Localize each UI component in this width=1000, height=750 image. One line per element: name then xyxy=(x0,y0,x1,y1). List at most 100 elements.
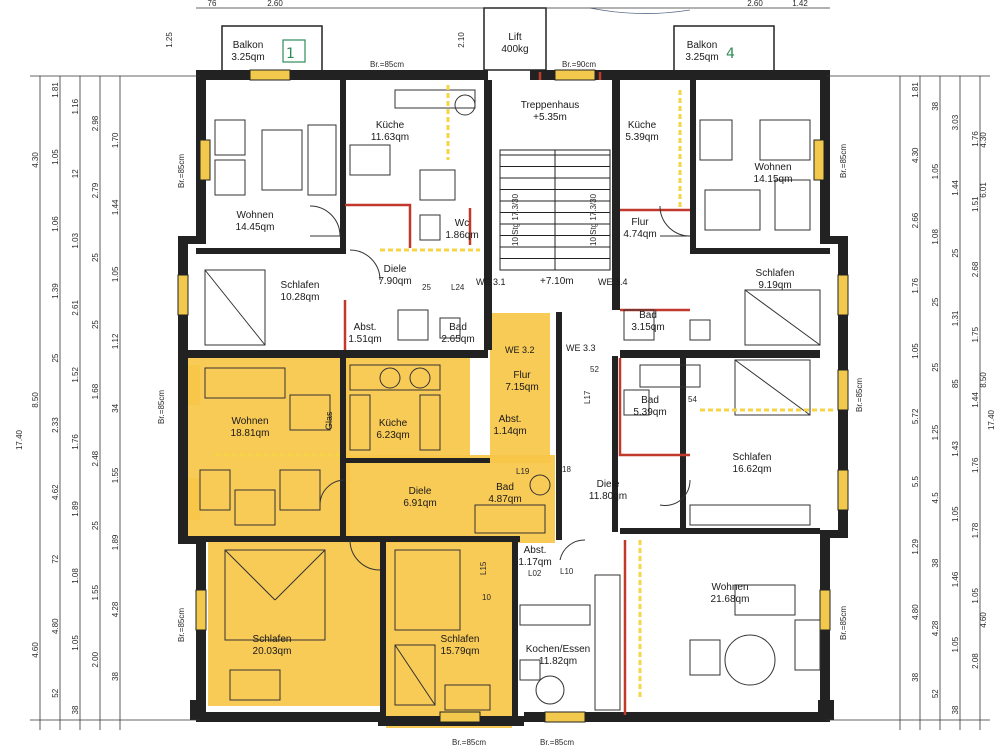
room-name-bad-l: Bad xyxy=(449,322,467,333)
doors xyxy=(309,205,691,571)
dim-left-15: 1.12 xyxy=(111,333,120,349)
br-right-1: Br.=85cm xyxy=(839,144,848,178)
dim-right-36: 38 xyxy=(911,672,920,681)
room-area-abst-b: 1.17qm xyxy=(518,557,551,568)
dim-right-23: 1.76 xyxy=(971,457,980,473)
dim-left-12: 1.39 xyxy=(51,283,60,299)
dim-right-24: 5.5 xyxy=(911,475,920,487)
room-area-wc: 1.86qm xyxy=(445,230,478,241)
dim-top-1: 2.60 xyxy=(267,0,283,8)
room-name-schlafen-r: Schlafen xyxy=(756,268,795,279)
br-left-1: Br.=85cm xyxy=(177,154,186,188)
br-top-left: Br.=85cm xyxy=(370,60,404,69)
room-area-lift: 400kg xyxy=(501,44,528,55)
door-width-labels: Br.=85cm Br.=90cm Br.=85cm Br.=85cm Br.=… xyxy=(157,60,864,747)
room-name-abst-l: Abst. xyxy=(354,322,377,333)
inner-walls xyxy=(188,80,830,718)
dim-left-23: 1.55 xyxy=(111,467,120,483)
room-name-wohnen-tl: Wohnen xyxy=(236,210,273,221)
room-area-schlafen-mr: 16.62qm xyxy=(733,464,772,475)
small-dim-10: 10 xyxy=(482,593,491,602)
dim-left-0: 1.81 xyxy=(51,82,60,98)
dim-right-2: 3.03 xyxy=(951,114,960,130)
staircase xyxy=(499,149,611,271)
dim-left-outer-1: 8.50 xyxy=(31,392,40,408)
dim-left-9: 1.03 xyxy=(71,232,80,248)
dim-left-37: 38 xyxy=(71,705,80,714)
stairs-steps-2: 10 Stg 17.3/30 xyxy=(589,193,598,246)
br-left-2: Br.=85cm xyxy=(157,390,166,424)
dim-right-4: 4.30 xyxy=(911,147,920,163)
small-dim-l15: L15 xyxy=(479,561,488,575)
room-name-schlafen-bl: Schlafen xyxy=(253,634,292,645)
room-area-balkon-right: 3.25qm xyxy=(685,52,718,63)
br-top-right: Br.=90cm xyxy=(562,60,596,69)
small-dim-54: 54 xyxy=(688,395,697,404)
dim-left-outer-2: 4.60 xyxy=(31,642,40,658)
dim-right-13: 25 xyxy=(931,297,940,306)
room-name-schlafen-l: Schlafen xyxy=(281,280,320,291)
dim-right-14: 1.31 xyxy=(951,310,960,326)
dim-left-22: 2.48 xyxy=(91,450,100,466)
dim-right-38: 38 xyxy=(951,705,960,714)
room-name-bad-r: Bad xyxy=(639,310,657,321)
dim-right-10: 25 xyxy=(951,248,960,257)
br-bottom-1: Br.=85cm xyxy=(452,738,486,747)
room-name-flur-m: Flur xyxy=(513,370,531,381)
glas-mark: Glas xyxy=(324,411,334,430)
room-labels: Balkon3.25qmWohnen14.45qmKüche11.63qmLif… xyxy=(231,32,795,667)
room-name-kueche-ml: Küche xyxy=(379,418,408,429)
room-name-flur-tr: Flur xyxy=(631,217,649,228)
dimension-labels-left: 1.811.162.981.701.05122.791.441.061.0325… xyxy=(15,82,120,715)
room-name-diele-tl: Diele xyxy=(384,264,407,275)
dim-right-31: 1.05 xyxy=(971,587,980,603)
dim-left-7: 1.44 xyxy=(111,199,120,215)
dim-right-outer-4: 4.60 xyxy=(979,612,988,628)
br-right-2: Br.=85cm xyxy=(855,378,864,412)
dim-right-17: 25 xyxy=(931,362,940,371)
dim-left-4: 1.05 xyxy=(51,149,60,165)
dim-right-34: 1.05 xyxy=(951,636,960,652)
small-dim-l10: L10 xyxy=(560,567,574,576)
room-name-bad-mr: Bad xyxy=(641,395,659,406)
dim-left-11: 1.05 xyxy=(111,266,120,282)
dim-right-1: 38 xyxy=(931,101,940,110)
dim-left-1: 1.16 xyxy=(71,98,80,114)
handwritten-mark-1: 1 xyxy=(286,46,295,62)
dim-right-37: 52 xyxy=(931,689,940,698)
dim-right-20: 5.72 xyxy=(911,408,920,424)
small-dim-18: 18 xyxy=(562,465,571,474)
dim-left-30: 1.55 xyxy=(91,584,100,600)
windows xyxy=(177,69,849,723)
we-3-3: WE 3.3 xyxy=(566,343,596,353)
dim-left-13: 2.61 xyxy=(71,300,80,316)
room-name-diele-m: Diele xyxy=(409,486,432,497)
room-area-diele-tl: 7.90qm xyxy=(378,276,411,287)
room-name-kochen: Kochen/Essen xyxy=(526,644,591,655)
dim-left-27: 1.89 xyxy=(111,534,120,550)
room-area-wohnen-ml: 18.81qm xyxy=(231,428,270,439)
room-area-bad-m: 4.87qm xyxy=(488,494,521,505)
small-dim-l24: L24 xyxy=(451,283,465,292)
room-name-wohnen-ml: Wohnen xyxy=(231,416,268,427)
dim-right-15: 1.75 xyxy=(971,326,980,342)
br-right-3: Br.=85cm xyxy=(839,606,848,640)
room-name-balkon-left: Balkon xyxy=(233,40,264,51)
dim-left-16: 25 xyxy=(51,353,60,362)
room-area-wohnen-tl: 14.45qm xyxy=(236,222,275,233)
level-mark: +7.10m xyxy=(540,276,574,287)
room-area-abst-l: 1.51qm xyxy=(348,334,381,345)
dim-left-25: 1.89 xyxy=(71,501,80,517)
room-area-diele-r: 11.80qm xyxy=(589,491,627,502)
dim-right-22: 1.43 xyxy=(951,441,960,457)
dim-top-3: 2.10 xyxy=(457,32,466,48)
dim-left-35: 38 xyxy=(111,671,120,680)
room-name-abst-m: Abst. xyxy=(499,414,522,425)
dim-left-outer-0: 4.30 xyxy=(31,152,40,168)
we-3-2: WE 3.2 xyxy=(505,345,535,355)
dim-left-33: 1.05 xyxy=(71,635,80,651)
dim-top-5: 1.42 xyxy=(792,0,808,8)
room-name-bad-m: Bad xyxy=(496,482,514,493)
dim-left-29: 1.08 xyxy=(71,568,80,584)
